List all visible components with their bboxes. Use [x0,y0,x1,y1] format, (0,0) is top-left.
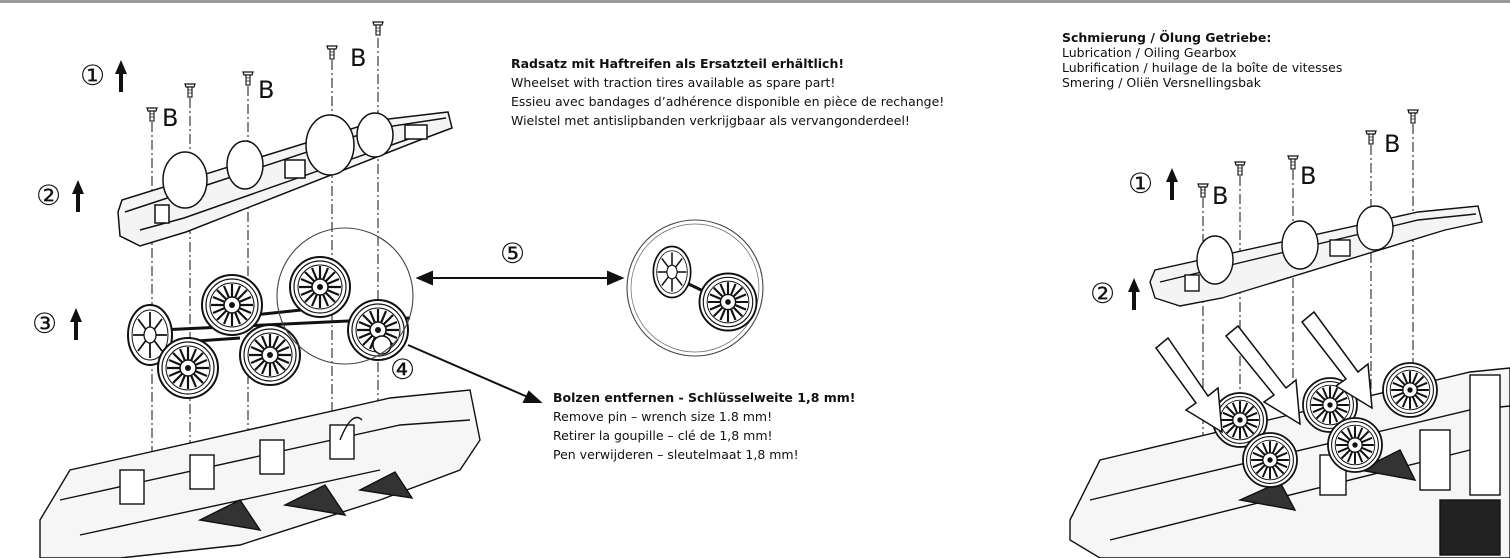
pin-note-fr: Retirer la goupille – clé de 1,8 mm! [553,428,773,443]
lubrication-note: Schmierung / Ölung Getriebe: Lubrication… [1062,30,1342,90]
top-border [0,0,1510,3]
lubrication-note-fr: Lubrification / huilage de la boîte de v… [1062,60,1343,75]
right-screw-b-label: B [1212,182,1229,210]
screw-b-label: B [258,76,275,104]
step-3-label: ③ [32,307,58,340]
lubrication-note-nl: Smering / Oliën Versnellingsbak [1062,75,1261,90]
wheelset-spare-part-note: Radsatz mit Haftreifen als Ersatzteil er… [511,54,944,130]
step-4-label: ④ [390,353,416,386]
lubrication-note-title: Schmierung / Ölung Getriebe: [1062,30,1272,45]
pin-note-en: Remove pin – wrench size 1.8 mm! [553,409,773,424]
pin-removal-note: Bolzen entfernen - Schlüsselweite 1,8 mm… [553,388,856,464]
wheelset-note-fr: Essieu avec bandages d’adhérence disponi… [511,94,945,109]
right-step-2-label: ② [1090,277,1116,310]
screw-b-label: B [350,44,367,72]
lubrication-note-en: Lubrication / Oiling Gearbox [1062,45,1237,60]
pin-note-title: Bolzen entfernen - Schlüsselweite 1,8 mm… [553,390,856,405]
wheelset-note-en: Wheelset with traction tires available a… [511,75,836,90]
step-5-label: ⑤ [500,237,526,270]
right-screw-b-label: B [1300,162,1317,190]
right-screw-b-label: B [1384,130,1401,158]
wheelset-note-nl: Wielstel met antislipbanden verkrijgbaar… [511,113,910,128]
wheelset-note-title: Radsatz mit Haftreifen als Ersatzteil er… [511,56,845,71]
pin-note-nl: Pen verwijderen – sleutelmaat 1,8 mm! [553,447,799,462]
step-2-label: ② [36,179,62,212]
step-1-label: ① [80,59,106,92]
screw-b-label: B [162,104,179,132]
right-step-1-label: ① [1128,167,1154,200]
